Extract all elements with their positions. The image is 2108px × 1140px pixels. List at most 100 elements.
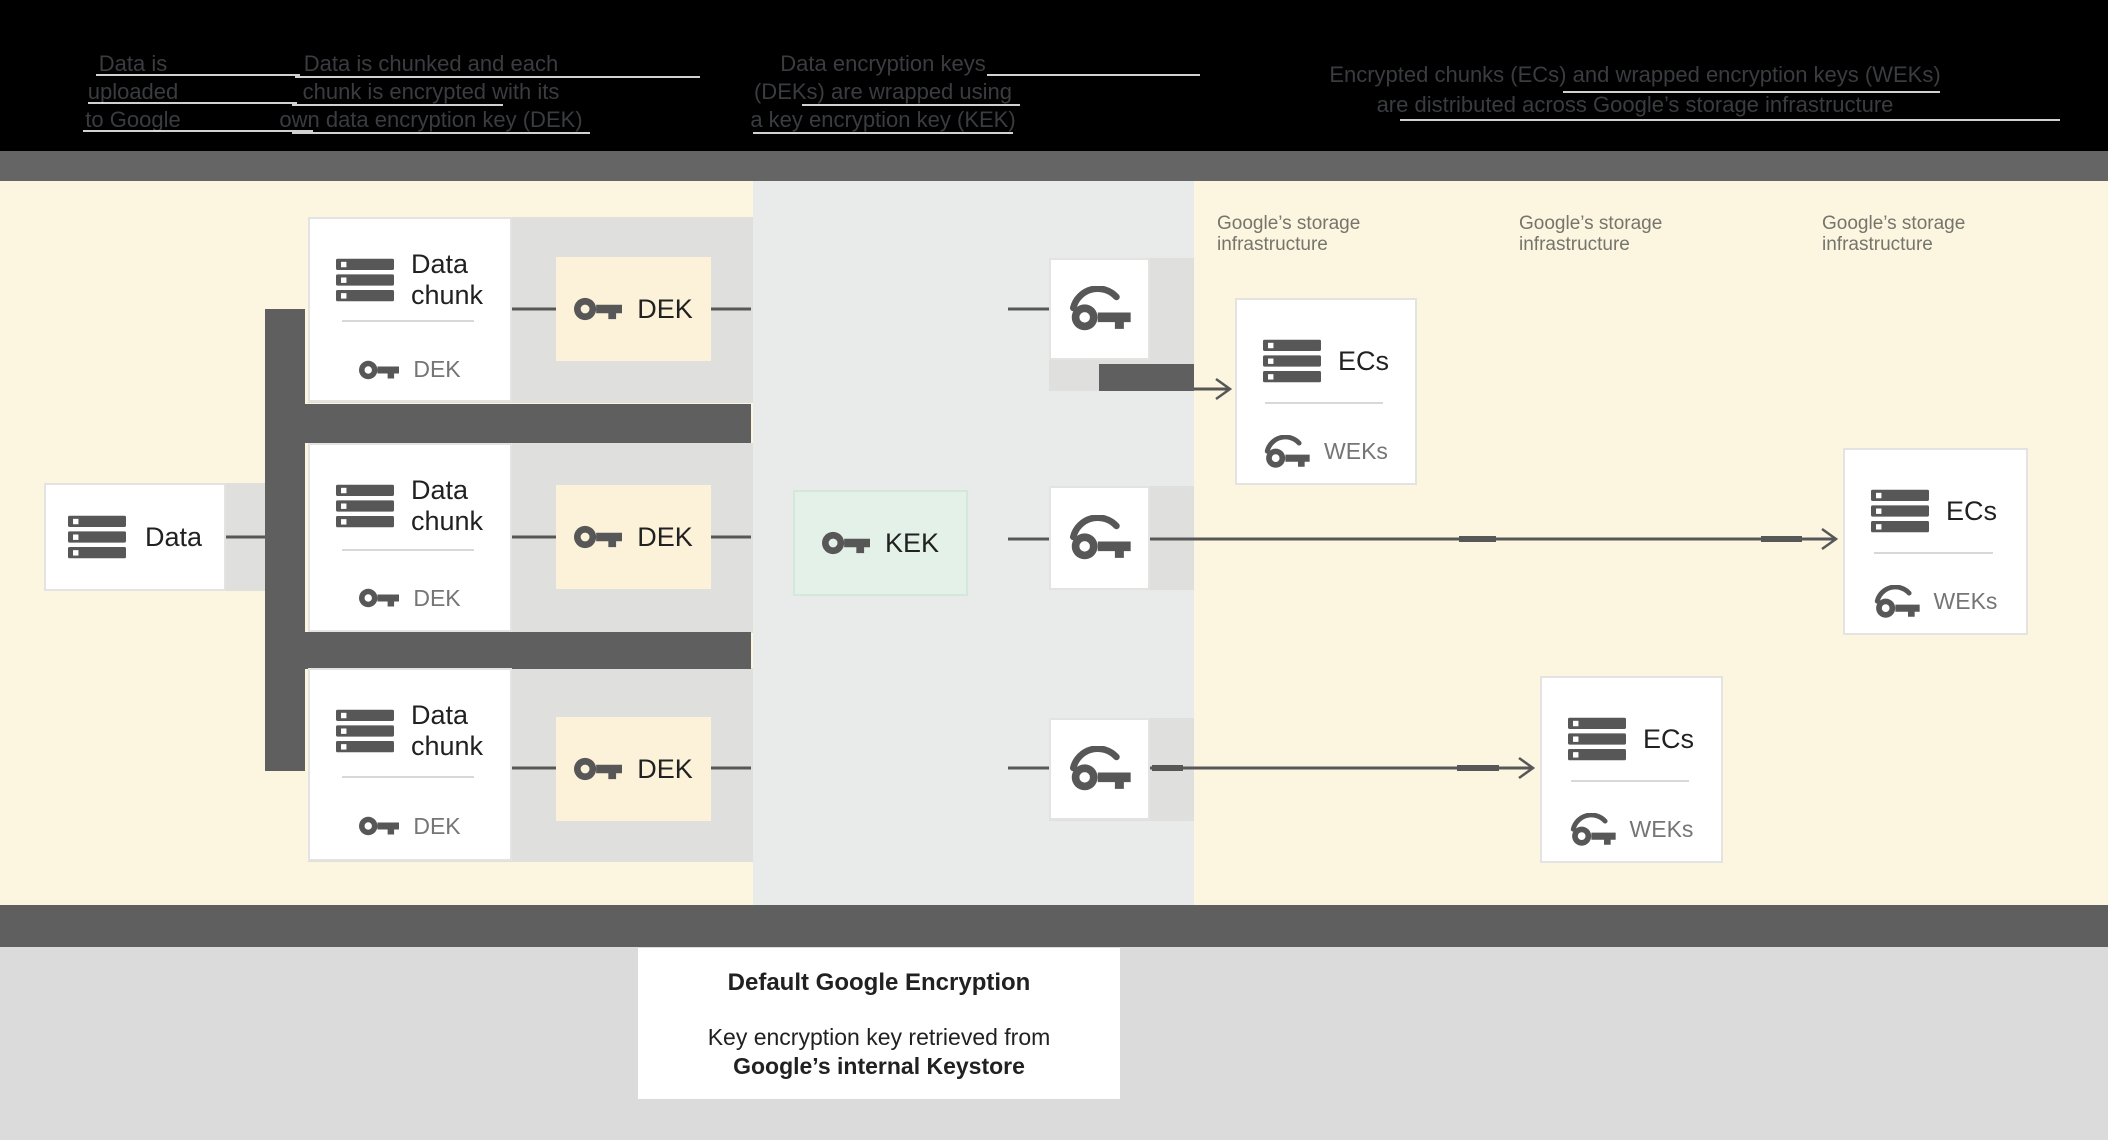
wrapped-key-icon <box>1069 746 1131 792</box>
caption-line: are distributed across Google’s storage … <box>1376 92 1894 117</box>
chunk-key-row: DEK <box>310 348 510 392</box>
caption-line: Data encryption keys <box>780 51 986 76</box>
key-icon <box>574 524 623 550</box>
kek-box: KEK <box>793 490 968 596</box>
footer-divider-bar <box>0 905 2108 947</box>
step-caption-3: Data encryption keys (DEKs) are wrapped … <box>733 50 1033 134</box>
dek-label: DEK <box>637 753 693 784</box>
dek-label: DEK <box>637 521 693 552</box>
header-rule <box>1400 119 2060 121</box>
flow-trunk <box>265 309 305 771</box>
chunk-key-label: DEK <box>413 584 461 611</box>
dek-box-1: DEK <box>556 257 711 361</box>
wrapped-key-icon <box>1069 515 1131 561</box>
key-icon <box>821 530 870 556</box>
wrapped-key-box-3 <box>1049 718 1150 820</box>
step-caption-1: Data is uploaded to Google <box>53 50 213 134</box>
chunk-label: Data chunk <box>411 475 484 536</box>
header-rule <box>83 130 313 132</box>
wrapped-key-box-2 <box>1049 486 1150 590</box>
data-chunk-box-2: Data chunk DEK <box>308 443 512 632</box>
box-divider <box>342 548 474 551</box>
ecs-box-3: ECs WEKs <box>1540 676 1723 863</box>
key-icon <box>574 296 623 322</box>
header: Data is uploaded to Google Data is chunk… <box>0 0 2108 151</box>
ecs-box-content: ECs <box>1871 478 2016 544</box>
header-rule <box>1563 91 1940 93</box>
header-rule <box>96 74 300 76</box>
ecs-label: ECs <box>1946 495 1998 526</box>
caption-line: uploaded <box>87 79 179 104</box>
header-rule <box>987 74 1200 76</box>
server-icon <box>336 709 394 753</box>
header-rule <box>88 102 297 104</box>
weks-label: WEKs <box>1324 438 1388 465</box>
box-divider <box>342 320 474 323</box>
ecs-label: ECs <box>1643 723 1695 754</box>
step-caption-4: Encrypted chunks (ECs) and wrapped encry… <box>1310 60 1960 120</box>
weks-label: WEKs <box>1629 816 1694 843</box>
caption-line: Encrypted chunks (ECs) and wrapped encry… <box>1329 62 1941 87</box>
diagram-canvas: Data Data chunk DEK Data chunk DEK <box>0 181 2108 905</box>
weks-row: WEKs <box>1237 430 1415 474</box>
dek-box-3: DEK <box>556 717 711 821</box>
chunk-box-content: Data chunk <box>336 247 500 313</box>
weks-row: WEKs <box>1845 580 2026 624</box>
caption-line: a key encryption key (KEK) <box>750 107 1016 132</box>
wrapped-key-icon <box>1069 286 1131 332</box>
key-icon <box>574 756 623 782</box>
caption-line: Data is <box>98 51 168 76</box>
header-rule <box>295 76 700 78</box>
key-icon <box>359 587 400 609</box>
header-rule <box>753 132 1013 134</box>
wrapped-key-icon <box>1874 584 1920 619</box>
callout-title: Default Google Encryption <box>727 969 1031 996</box>
server-icon <box>336 484 394 528</box>
chunk-key-label: DEK <box>413 356 461 382</box>
weks-row: WEKs <box>1542 808 1721 852</box>
server-icon <box>1871 489 1929 533</box>
ecs-box-1: ECs WEKs <box>1235 298 1417 485</box>
dek-box-2: DEK <box>556 485 711 589</box>
header-rule <box>802 104 1020 106</box>
ecs-box-content: ECs <box>1263 328 1405 394</box>
data-box-content: Data <box>46 485 224 589</box>
ecs-box-2: ECs WEKs <box>1843 448 2028 635</box>
caption-line: chunk is encrypted with its <box>302 79 560 104</box>
chunk-box-content: Data chunk <box>336 698 500 764</box>
chunk-key-row: DEK <box>310 804 510 848</box>
dek-label: DEK <box>637 293 693 324</box>
server-icon <box>336 258 394 302</box>
data-chunk-box-3: Data chunk DEK <box>308 668 512 861</box>
box-divider <box>1873 552 1994 555</box>
ecs-box-content: ECs <box>1568 706 1711 772</box>
weks-label: WEKs <box>1933 588 1998 615</box>
storage-infrastructure-label-2: Google’s storage infrastructure <box>1519 213 1663 255</box>
chunk-label: Data chunk <box>411 249 484 310</box>
kek-label: KEK <box>884 527 940 558</box>
flow-bar <box>265 404 751 443</box>
callout-body: Key encryption key retrieved from Google… <box>638 1023 1120 1081</box>
flow-bar <box>265 632 751 669</box>
chunk-label: Data chunk <box>411 700 484 761</box>
key-icon <box>359 815 400 837</box>
storage-infrastructure-label-1: Google’s storage infrastructure <box>1217 213 1361 255</box>
flow-bar-short <box>1099 364 1194 391</box>
callout-line-2: Google’s internal Keystore <box>733 1053 1025 1079</box>
caption-line: (DEKs) are wrapped using <box>753 79 1012 104</box>
caption-line: Data is chunked and each <box>303 51 559 76</box>
box-divider <box>1265 402 1383 405</box>
encryption-callout: Default Google Encryption Key encryption… <box>638 948 1120 1099</box>
box-divider <box>1570 780 1689 783</box>
server-icon <box>1568 717 1626 761</box>
chunk-key-label: DEK <box>413 812 461 839</box>
server-icon <box>1263 339 1321 383</box>
ecs-label: ECs <box>1338 345 1390 376</box>
key-icon <box>359 359 400 381</box>
callout-line-1: Key encryption key retrieved from <box>707 1024 1051 1050</box>
wrapped-key-icon <box>1570 812 1616 847</box>
chunk-key-row: DEK <box>310 576 510 620</box>
chunk-box-content: Data chunk <box>336 473 500 539</box>
data-chunk-box-1: Data chunk DEK <box>308 217 512 402</box>
